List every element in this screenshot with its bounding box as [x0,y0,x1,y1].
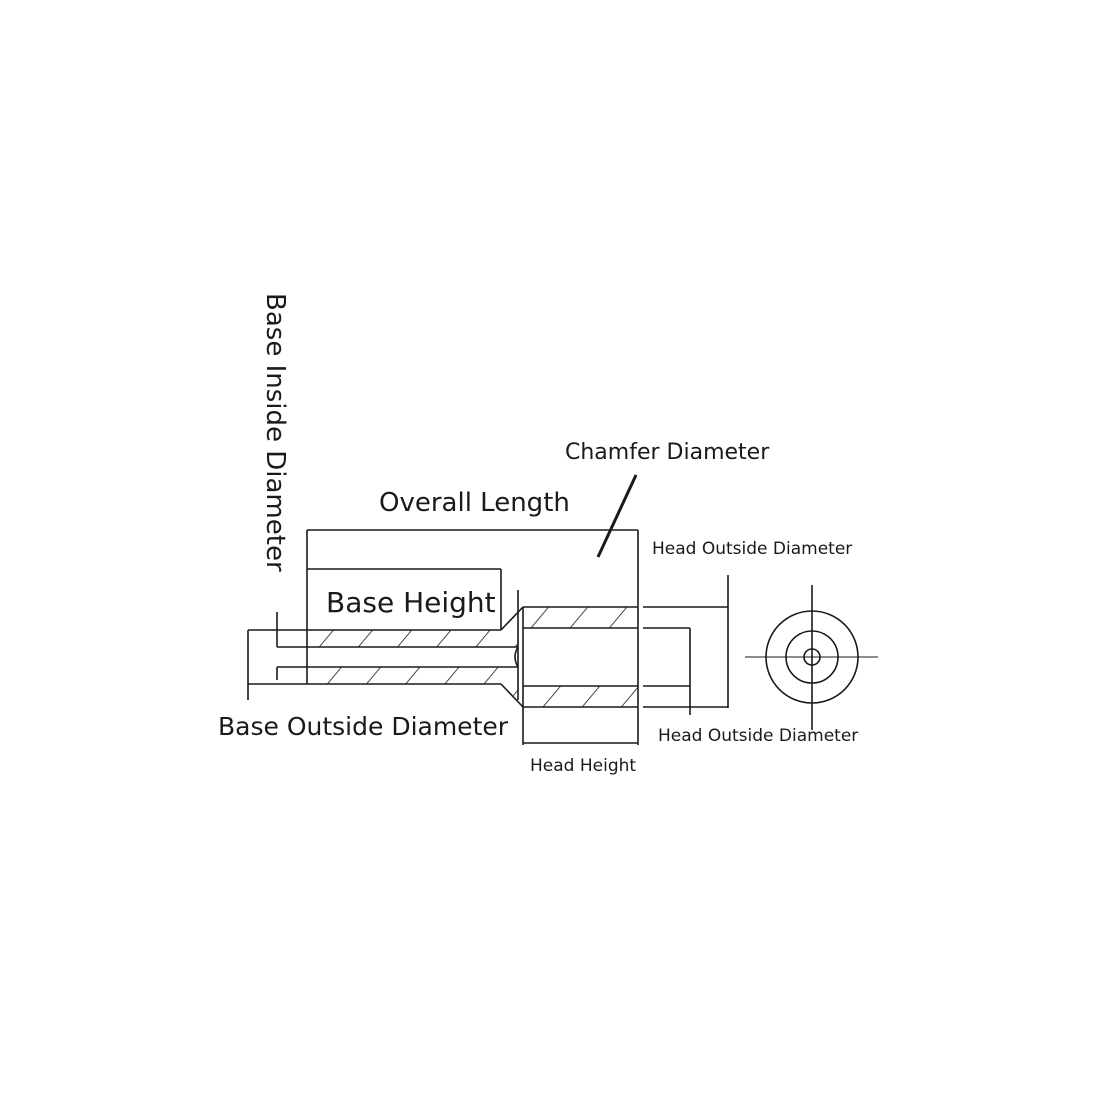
chamfer-leader [596,474,638,558]
base-wall-top [307,612,518,647]
label-head-height: Head Height [530,756,637,776]
label-base-height: Base Height [326,586,496,619]
end-view [745,585,878,730]
label-chamfer-diameter: Chamfer Diameter [565,440,770,465]
label-head-outside-diameter-top: Head Outside Diameter [652,539,853,559]
label-base-outside-diameter: Base Outside Diameter [218,712,509,741]
label-overall-length: Overall Length [379,488,570,518]
head-wall-bottom [523,686,638,707]
label-base-inside-diameter: Base Inside Diameter [260,293,290,572]
label-head-outside-diameter-bottom: Head Outside Diameter [658,726,859,746]
head-wall-top [523,607,638,628]
